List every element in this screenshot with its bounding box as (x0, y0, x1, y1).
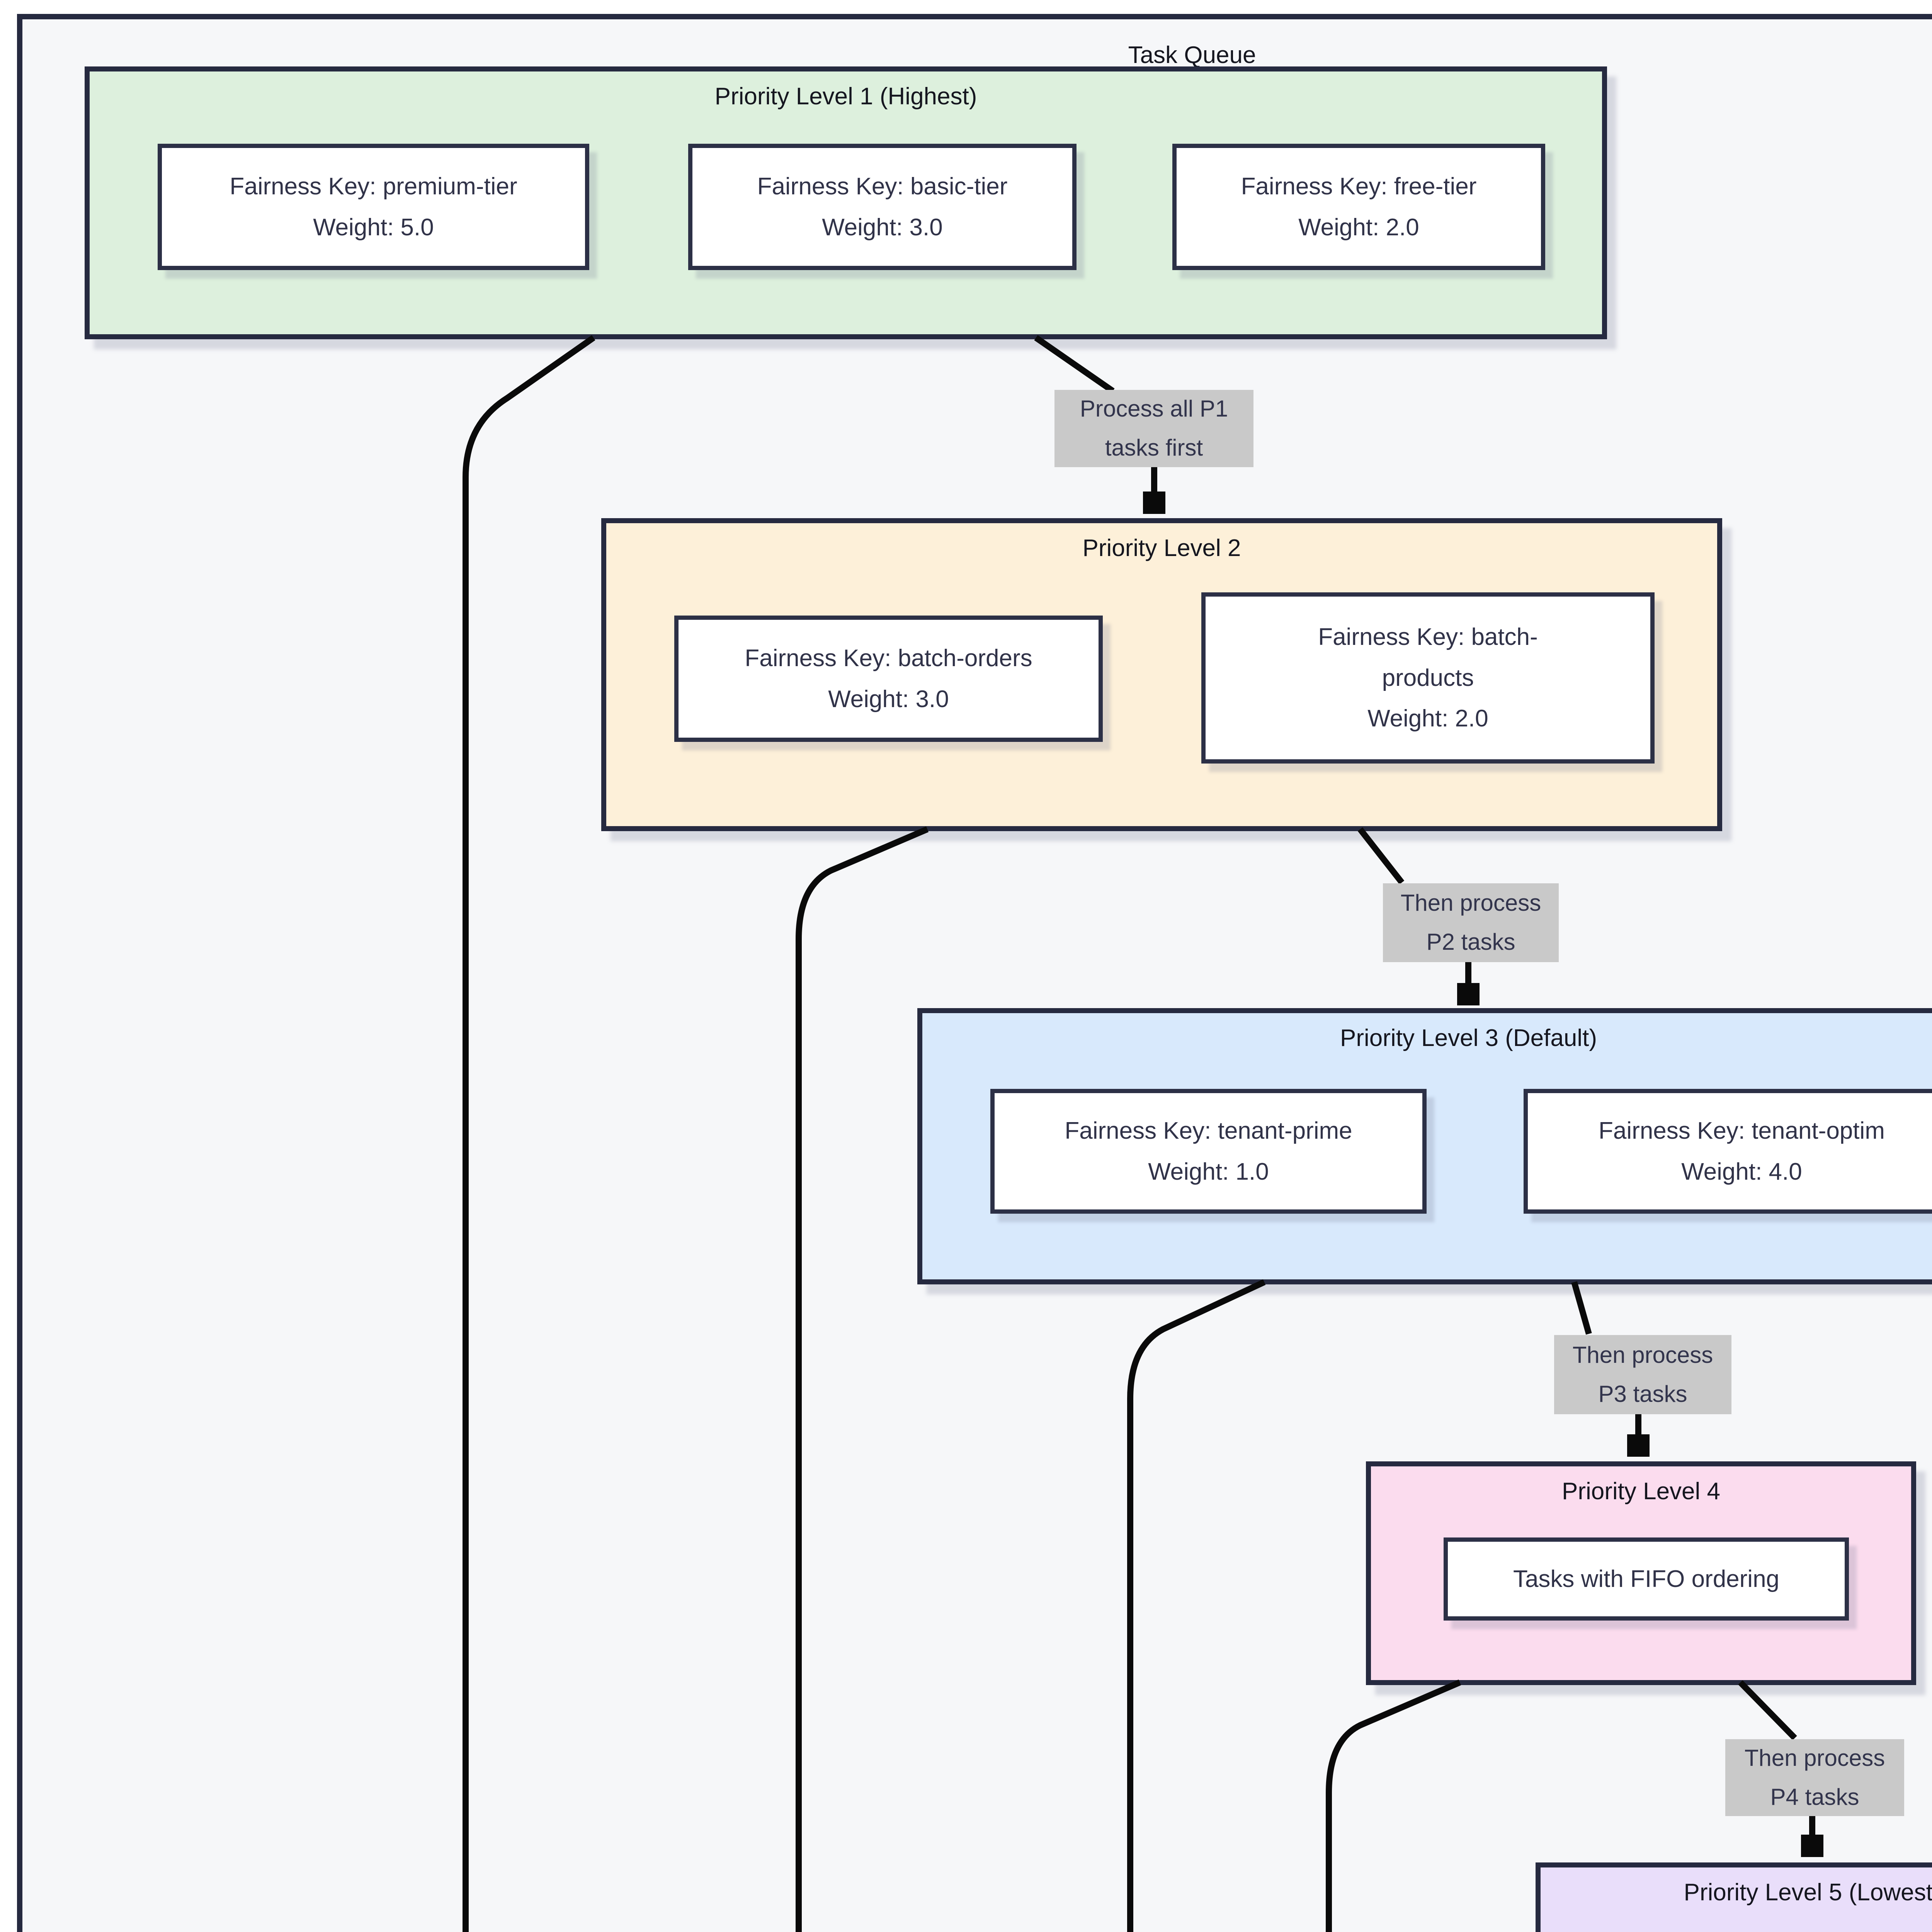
node-line: Weight: 3.0 (822, 214, 943, 241)
cluster-title-priority-level-2: Priority Level 2 (1082, 535, 1241, 561)
node-line: Tasks with FIFO ordering (1513, 1565, 1780, 1592)
node-batch-orders: Fairness Key: batch-orders Weight: 3.0 (674, 616, 1103, 742)
node-line: Fairness Key: tenant-optim (1599, 1117, 1885, 1145)
node-batch-products: Fairness Key: batch- products Weight: 2.… (1201, 592, 1655, 764)
edge-label-line: Then process (1744, 1745, 1885, 1771)
edge-label-process-p3: Then process P3 tasks (1554, 1335, 1731, 1414)
node-line: Weight: 2.0 (1298, 214, 1419, 241)
edge-label-line: P2 tasks (1426, 929, 1515, 955)
edge-label-line: P3 tasks (1598, 1381, 1687, 1407)
cluster-priority-level-5: Priority Level 5 (Lowest) Tasks with FIF… (1536, 1862, 1932, 1932)
node-line: Weight: 5.0 (313, 214, 434, 241)
edge-label-process-p4: Then process P4 tasks (1725, 1739, 1904, 1816)
edge-label-process-p1: Process all P1 tasks first (1054, 390, 1253, 467)
cluster-priority-level-1: Priority Level 1 (Highest) Fairness Key:… (85, 66, 1607, 339)
edge-label-line: tasks first (1105, 435, 1203, 461)
node-basic-tier: Fairness Key: basic-tier Weight: 3.0 (688, 144, 1077, 270)
node-line: Fairness Key: batch- (1318, 624, 1538, 651)
node-p4-fifo: Tasks with FIFO ordering (1444, 1537, 1849, 1621)
cluster-priority-level-2: Priority Level 2 Fairness Key: batch-ord… (601, 518, 1722, 831)
cluster-title-priority-level-1: Priority Level 1 (Highest) (714, 83, 977, 110)
node-line: Weight: 1.0 (1148, 1158, 1269, 1185)
node-line: Weight: 2.0 (1367, 705, 1488, 732)
node-line: products (1382, 664, 1474, 691)
edge-label-line: Process all P1 (1080, 396, 1228, 422)
node-line: Fairness Key: free-tier (1241, 173, 1477, 200)
edge-label-line: P4 tasks (1770, 1784, 1859, 1810)
edge-label-process-p2: Then process P2 tasks (1383, 883, 1559, 962)
cluster-title-priority-level-3: Priority Level 3 (Default) (1340, 1025, 1597, 1051)
node-line: Fairness Key: premium-tier (230, 173, 517, 200)
node-tenant-prime: Fairness Key: tenant-prime Weight: 1.0 (990, 1089, 1427, 1214)
node-line: Weight: 4.0 (1681, 1158, 1802, 1185)
node-line: Fairness Key: batch-orders (745, 645, 1032, 672)
edge-label-line: Then process (1572, 1342, 1713, 1368)
cluster-priority-level-4: Priority Level 4 Tasks with FIFO orderin… (1366, 1461, 1916, 1685)
node-line: Fairness Key: tenant-prime (1065, 1117, 1352, 1145)
node-free-tier: Fairness Key: free-tier Weight: 2.0 (1172, 144, 1545, 270)
node-premium-tier: Fairness Key: premium-tier Weight: 5.0 (158, 144, 589, 270)
cluster-title-priority-level-5: Priority Level 5 (Lowest) (1684, 1879, 1932, 1906)
cluster-title-priority-level-4: Priority Level 4 (1561, 1478, 1721, 1505)
node-line: Weight: 3.0 (828, 685, 949, 713)
node-tenant-optim: Fairness Key: tenant-optim Weight: 4.0 (1524, 1089, 1932, 1214)
edge-label-line: Then process (1400, 890, 1541, 916)
cluster-priority-level-3: Priority Level 3 (Default) Fairness Key:… (917, 1008, 1932, 1284)
node-line: Fairness Key: basic-tier (757, 173, 1008, 200)
task-queue-title: Task Queue (1128, 42, 1256, 68)
